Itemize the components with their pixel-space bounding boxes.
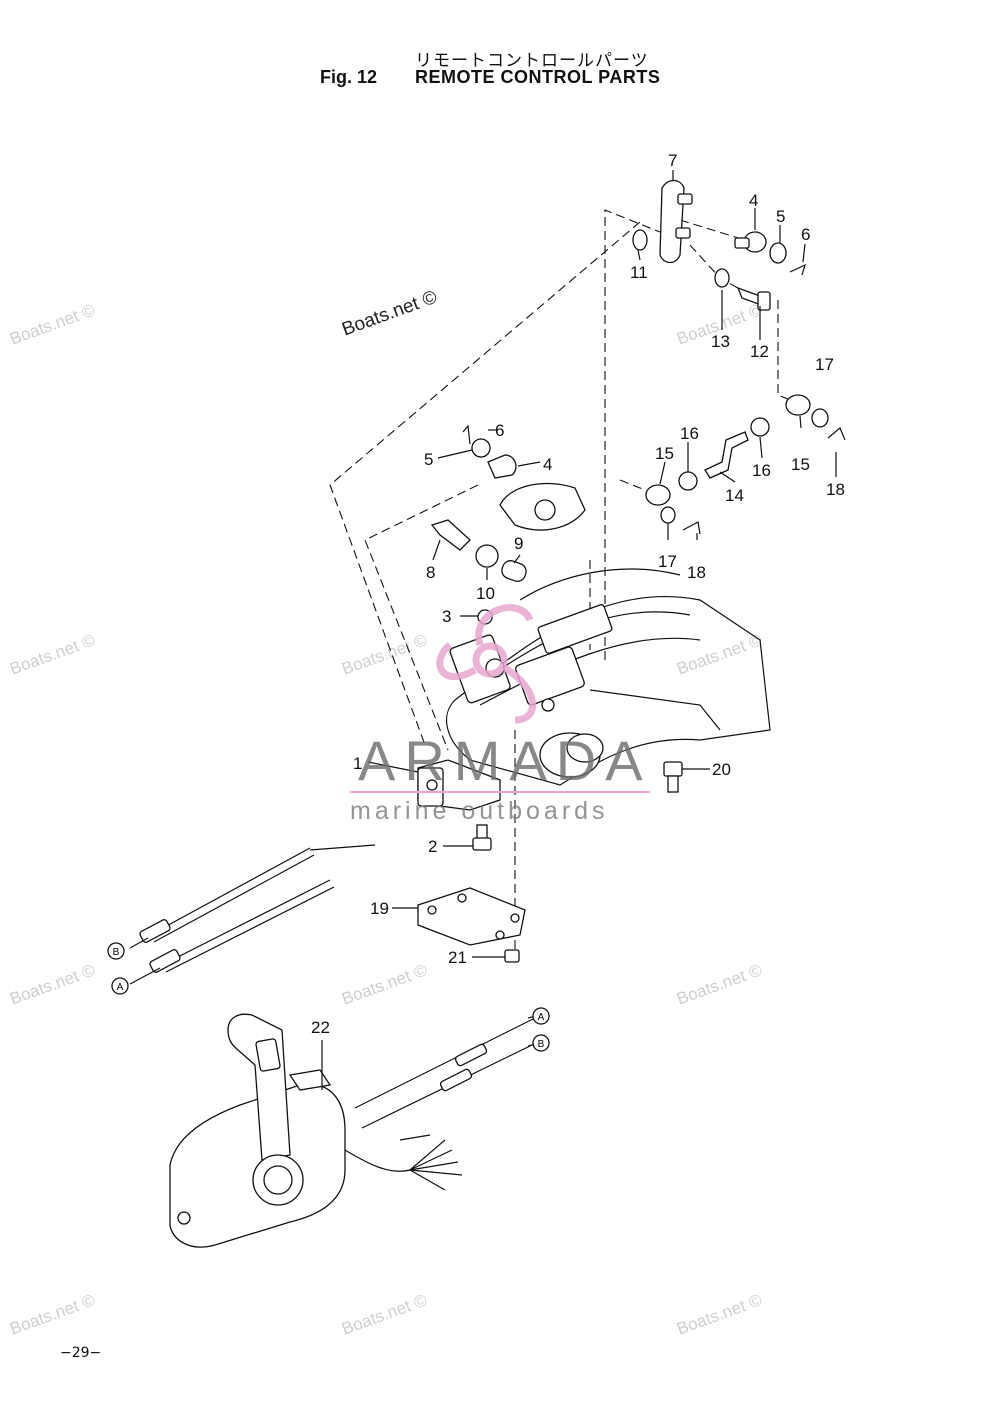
callout-17: 17 — [658, 552, 677, 571]
callout-11: 11 — [630, 263, 648, 282]
marker-a: A — [538, 1012, 545, 1023]
callout-2: 2 — [428, 837, 437, 856]
callout-4: 4 — [543, 455, 552, 474]
callout-9: 9 — [514, 534, 523, 553]
page-title: REMOTE CONTROL PARTS — [415, 67, 661, 87]
callout-16: 16 — [680, 424, 699, 443]
control-cables-lower — [344, 1017, 536, 1191]
page-number: −29− — [60, 1345, 102, 1361]
callout-3: 3 — [442, 607, 451, 626]
part-20-bolt — [663, 761, 683, 793]
title-japanese: リモートコントロールパーツ — [415, 51, 649, 71]
figure-number: Fig. 12 — [320, 67, 378, 87]
callout-12: 12 — [750, 342, 769, 361]
right-linkage — [645, 394, 846, 535]
callout-8: 8 — [426, 563, 435, 582]
assembly-guide-lines — [329, 209, 796, 955]
callout-18: 18 — [687, 563, 706, 582]
callout-20: 20 — [712, 760, 731, 779]
callout-17: 17 — [815, 355, 834, 374]
part-19-plate — [417, 887, 526, 946]
part-1-bracket — [417, 759, 501, 811]
part-2-screw — [472, 824, 492, 851]
part-21-nut — [504, 949, 520, 963]
armada-watermark-subtitle: marine outboards — [350, 797, 609, 825]
callout-5: 5 — [776, 207, 785, 226]
callout-numbers: 7 4 5 6 11 13 12 17 6 5 4 16 15 16 15 14… — [311, 151, 845, 1037]
callout-15: 15 — [791, 455, 810, 474]
upper-right-fasteners — [632, 229, 806, 311]
marker-a: A — [117, 982, 124, 993]
marker-b: B — [538, 1039, 545, 1050]
callout-19: 19 — [370, 899, 389, 918]
armada-watermark: ARMADA — [358, 729, 652, 792]
callout-4: 4 — [749, 191, 758, 210]
callout-6: 6 — [495, 421, 504, 440]
callout-16: 16 — [752, 461, 771, 480]
armada-logo-mark — [436, 604, 536, 724]
callout-leaders — [129, 208, 837, 1090]
callout-18: 18 — [826, 480, 845, 499]
part-7-link-plate — [659, 170, 693, 264]
part-22-remote-control-box — [169, 1013, 346, 1248]
control-cables-upper — [139, 844, 376, 973]
center-linkage — [430, 424, 586, 625]
callout-5: 5 — [424, 450, 433, 469]
callout-6: 6 — [801, 225, 810, 244]
callout-22: 22 — [311, 1018, 330, 1037]
callout-10: 10 — [476, 584, 495, 603]
callout-14: 14 — [725, 486, 744, 505]
callout-13: 13 — [711, 332, 730, 351]
connector-markers: B A A B — [107, 942, 550, 1052]
callout-21: 21 — [448, 948, 467, 967]
callout-1: 1 — [353, 754, 362, 773]
callout-15: 15 — [655, 444, 674, 463]
marker-b: B — [113, 947, 120, 958]
callout-7: 7 — [668, 151, 677, 170]
